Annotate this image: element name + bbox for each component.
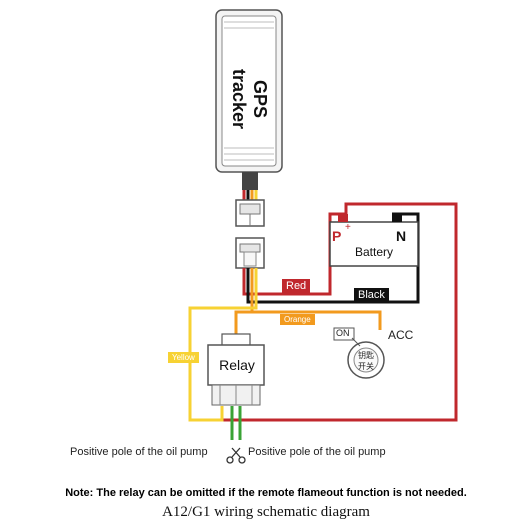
switch-key-text-1: 钥匙	[358, 351, 374, 360]
battery-positive-mark: +	[345, 222, 351, 233]
relay-label: Relay	[219, 357, 255, 373]
orange-wire	[250, 268, 382, 330]
battery-positive-symbol: P	[332, 228, 342, 244]
connector-plug	[235, 199, 265, 227]
harness-wires	[188, 202, 458, 440]
scissors-icon	[226, 447, 246, 464]
diagram-caption: A12/G1 wiring schematic diagram	[162, 504, 370, 520]
acc-switch	[333, 327, 385, 379]
connector-socket	[235, 237, 265, 269]
battery-negative-symbol: N	[396, 228, 407, 244]
switch-on-label: ON	[336, 328, 350, 338]
tracker-label: GPS tracker	[229, 68, 270, 130]
black-wire	[246, 212, 420, 304]
switch-key-text-2: 开关	[358, 362, 374, 371]
orange-wire-label: Orange	[280, 314, 315, 325]
yellow-wire	[188, 268, 258, 422]
cable-bundle	[242, 190, 258, 200]
red-wire-label: Red	[282, 279, 311, 293]
oil-pump-right-label: Positive pole of the oil pump	[248, 446, 386, 458]
yellow-wire-label: Yellow	[168, 352, 199, 363]
red-wire-battery-return	[200, 202, 458, 422]
battery	[329, 214, 419, 267]
relay	[207, 333, 265, 406]
battery-label: Battery	[354, 245, 393, 259]
oil-pump-left-label: Positive pole of the oil pump	[70, 446, 208, 458]
black-wire-label: Black	[354, 288, 389, 302]
acc-label: ACC	[388, 328, 414, 342]
gps-tracker-device	[215, 9, 283, 190]
note-text: Note: The relay can be omitted if the re…	[65, 487, 467, 499]
red-wire	[242, 212, 346, 296]
